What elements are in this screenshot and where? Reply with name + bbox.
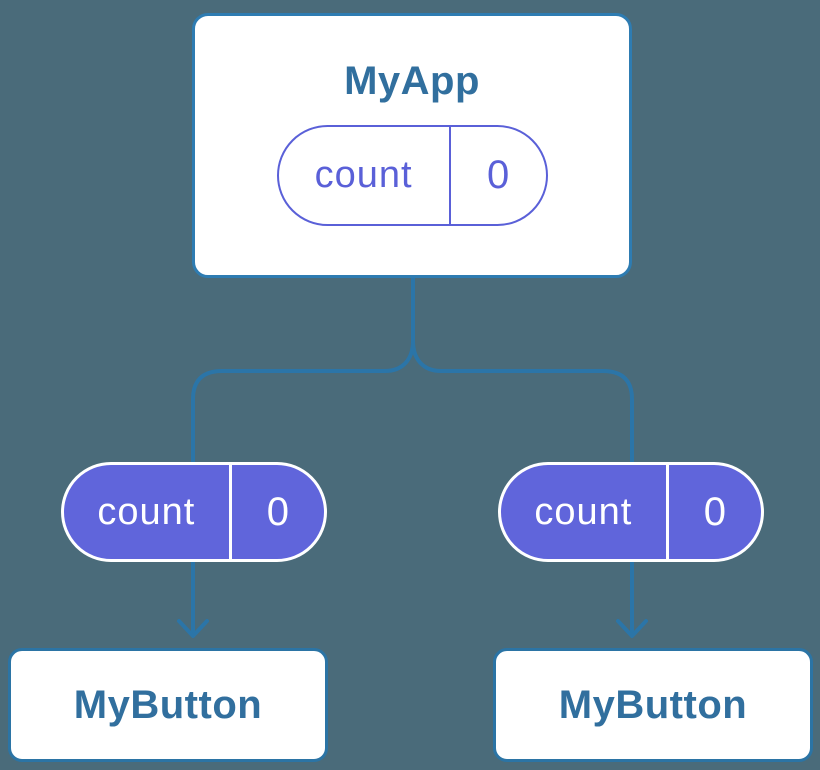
prop-value: 0	[266, 489, 289, 534]
root-component-title: MyApp	[344, 59, 480, 103]
state-name-label: count	[279, 127, 451, 224]
child-component-title: MyButton	[558, 682, 748, 727]
root-component-card: MyApp count 0	[192, 13, 632, 278]
child-component-card-left: MyButton	[8, 648, 328, 762]
child-component-card-right: MyButton	[493, 648, 813, 762]
root-state-pill: count 0	[276, 125, 548, 226]
child-component-title: MyButton	[73, 682, 263, 727]
prop-name-label: count	[64, 465, 232, 559]
prop-pill-left: count 0	[61, 462, 327, 562]
prop-value: 0	[703, 489, 726, 534]
prop-name-label: count	[501, 465, 669, 559]
prop-pill-right: count 0	[498, 462, 764, 562]
connector-right-branch	[411, 277, 634, 633]
state-value: 0	[486, 153, 510, 197]
connector-left-branch	[191, 277, 415, 633]
arrowhead-right-icon	[616, 619, 648, 638]
arrowhead-left-icon	[177, 619, 209, 638]
